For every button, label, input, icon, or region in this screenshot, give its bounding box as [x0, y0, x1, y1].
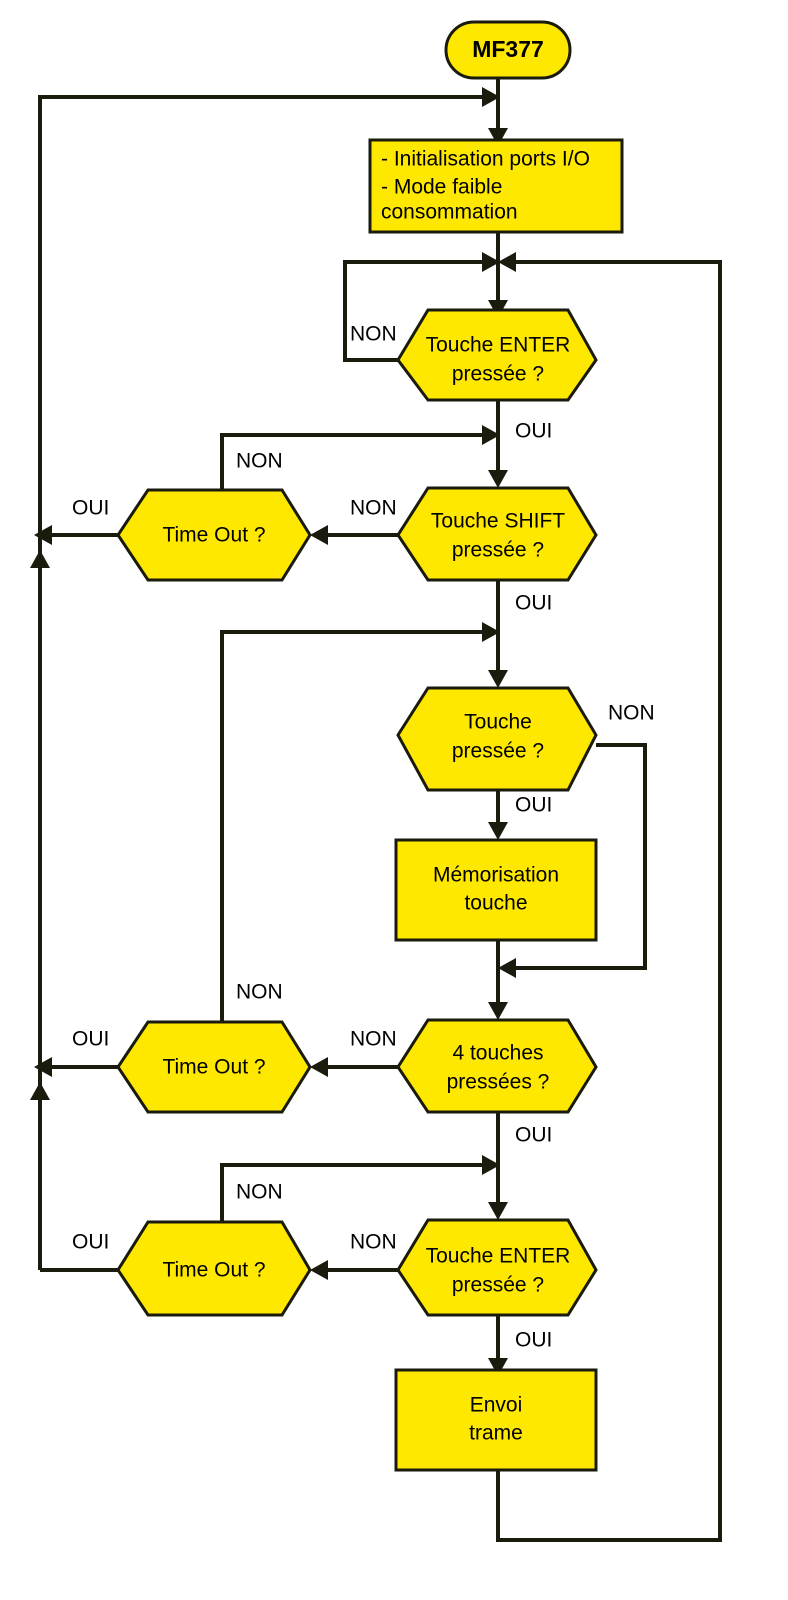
edge-timeout3-non: [220, 1163, 488, 1222]
timeout3-line1: Time Out ?: [162, 1259, 265, 1282]
node-enter2[interactable]: Touche ENTER pressée ?: [396, 1218, 598, 1317]
arrow-timeout2-non-merge: [482, 622, 500, 642]
label-enter1-oui: OUI: [515, 420, 552, 443]
enter2-line1: Touche ENTER: [426, 1245, 571, 1268]
enter2-decision-shape: [396, 1218, 598, 1317]
label-shift-oui: OUI: [515, 592, 552, 615]
arrow-enter2-in: [488, 1202, 508, 1220]
node-timeout1[interactable]: Time Out ?: [116, 488, 312, 582]
node-enter1[interactable]: Touche ENTER pressée ?: [396, 308, 598, 402]
init-line2: - Mode faible: [381, 176, 502, 199]
label-timeout2-non: NON: [236, 981, 283, 1004]
arrow-global-up-1: [30, 550, 50, 568]
touche-decision-shape: [396, 686, 598, 792]
arrow-timeout1-in: [310, 525, 328, 545]
edge-labels: NON OUI NON OUI NON OUI NON OUI NON OUI …: [72, 323, 655, 1352]
label-quatre-oui: OUI: [515, 1124, 552, 1147]
envoi-line2: trame: [469, 1422, 523, 1445]
init-process-shape: [368, 138, 624, 234]
arrow-timeout2-oui: [34, 1057, 52, 1077]
timeout2-decision-shape: [116, 1020, 312, 1114]
memo-line1: Mémorisation: [433, 864, 559, 887]
quatre-line2: pressées ?: [447, 1071, 550, 1094]
enter1-line1: Touche ENTER: [426, 334, 571, 357]
edge-envoi-return-right: [496, 260, 722, 1542]
arrow-timeout1-non-merge: [482, 425, 500, 445]
timeout2-line1: Time Out ?: [162, 1056, 265, 1079]
arrow-quatre-in: [488, 1002, 508, 1020]
label-timeout3-non: NON: [236, 1181, 283, 1204]
label-timeout1-oui: OUI: [72, 497, 109, 520]
node-envoi[interactable]: Envoi trame: [394, 1368, 598, 1472]
start-label: MF377: [472, 36, 544, 62]
timeout1-line1: Time Out ?: [162, 524, 265, 547]
touche-line2: pressée ?: [452, 740, 544, 763]
enter2-line2: pressée ?: [452, 1274, 544, 1297]
label-enter2-non: NON: [350, 1231, 397, 1254]
arrow-timeout1-oui: [34, 525, 52, 545]
node-memo[interactable]: Mémorisation touche: [394, 838, 598, 942]
node-init[interactable]: - Initialisation ports I/O - Mode faible…: [368, 138, 624, 234]
memo-line2: touche: [464, 892, 527, 915]
connectors: [30, 78, 722, 1542]
timeout3-decision-shape: [116, 1220, 312, 1317]
node-timeout3[interactable]: Time Out ?: [116, 1220, 312, 1317]
memo-process-shape: [394, 838, 598, 942]
quatre-decision-shape: [396, 1018, 598, 1114]
init-line1: - Initialisation ports I/O: [381, 148, 590, 171]
arrow-global-up-2: [30, 1082, 50, 1100]
arrow-timeout2-in: [310, 1057, 328, 1077]
shift-line2: pressée ?: [452, 539, 544, 562]
arrow-shift-in: [488, 470, 508, 488]
label-enter2-oui: OUI: [515, 1329, 552, 1352]
enter1-decision-shape: [396, 308, 598, 402]
arrow-memo-in: [488, 822, 508, 840]
edge-timeout2-non: [220, 630, 488, 1022]
edge-touche-non: [510, 743, 647, 970]
quatre-line1: 4 touches: [452, 1042, 543, 1065]
envoi-process-shape: [394, 1368, 598, 1472]
init-line3: consommation: [381, 201, 518, 224]
edge-timeout1-non: [220, 433, 488, 490]
label-touche-oui: OUI: [515, 794, 552, 817]
node-quatre[interactable]: 4 touches pressées ?: [396, 1018, 598, 1114]
arrow-envoi-return-merge: [498, 252, 516, 272]
node-timeout2[interactable]: Time Out ?: [116, 1020, 312, 1114]
arrow-timeout3-non-merge: [482, 1155, 500, 1175]
start-terminator-shape: [444, 20, 572, 80]
edge-enter1-non-loop: [343, 260, 488, 362]
arrow-touche-in: [488, 670, 508, 688]
node-touche[interactable]: Touche pressée ?: [396, 686, 598, 792]
arrow-global-return: [482, 87, 500, 107]
arrow-enter1-non-merge: [482, 252, 500, 272]
label-enter1-non: NON: [350, 323, 397, 346]
shift-decision-shape: [396, 486, 598, 582]
touche-line1: Touche: [464, 711, 532, 734]
envoi-line1: Envoi: [470, 1394, 523, 1417]
arrow-init-in: [488, 128, 508, 146]
edge-global-return-left: [38, 95, 492, 1270]
arrow-timeout3-in: [310, 1260, 328, 1280]
node-shift[interactable]: Touche SHIFT pressée ?: [396, 486, 598, 582]
label-shift-non: NON: [350, 497, 397, 520]
node-start[interactable]: MF377: [444, 20, 572, 80]
enter1-line2: pressée ?: [452, 363, 544, 386]
timeout1-decision-shape: [116, 488, 312, 582]
label-touche-non: NON: [608, 702, 655, 725]
label-quatre-non: NON: [350, 1028, 397, 1051]
label-timeout3-oui: OUI: [72, 1231, 109, 1254]
arrow-envoi-in: [488, 1358, 508, 1376]
shift-line1: Touche SHIFT: [431, 510, 565, 533]
label-timeout2-oui: OUI: [72, 1028, 109, 1051]
label-timeout1-non: NON: [236, 450, 283, 473]
arrow-touche-non-merge: [498, 958, 516, 978]
